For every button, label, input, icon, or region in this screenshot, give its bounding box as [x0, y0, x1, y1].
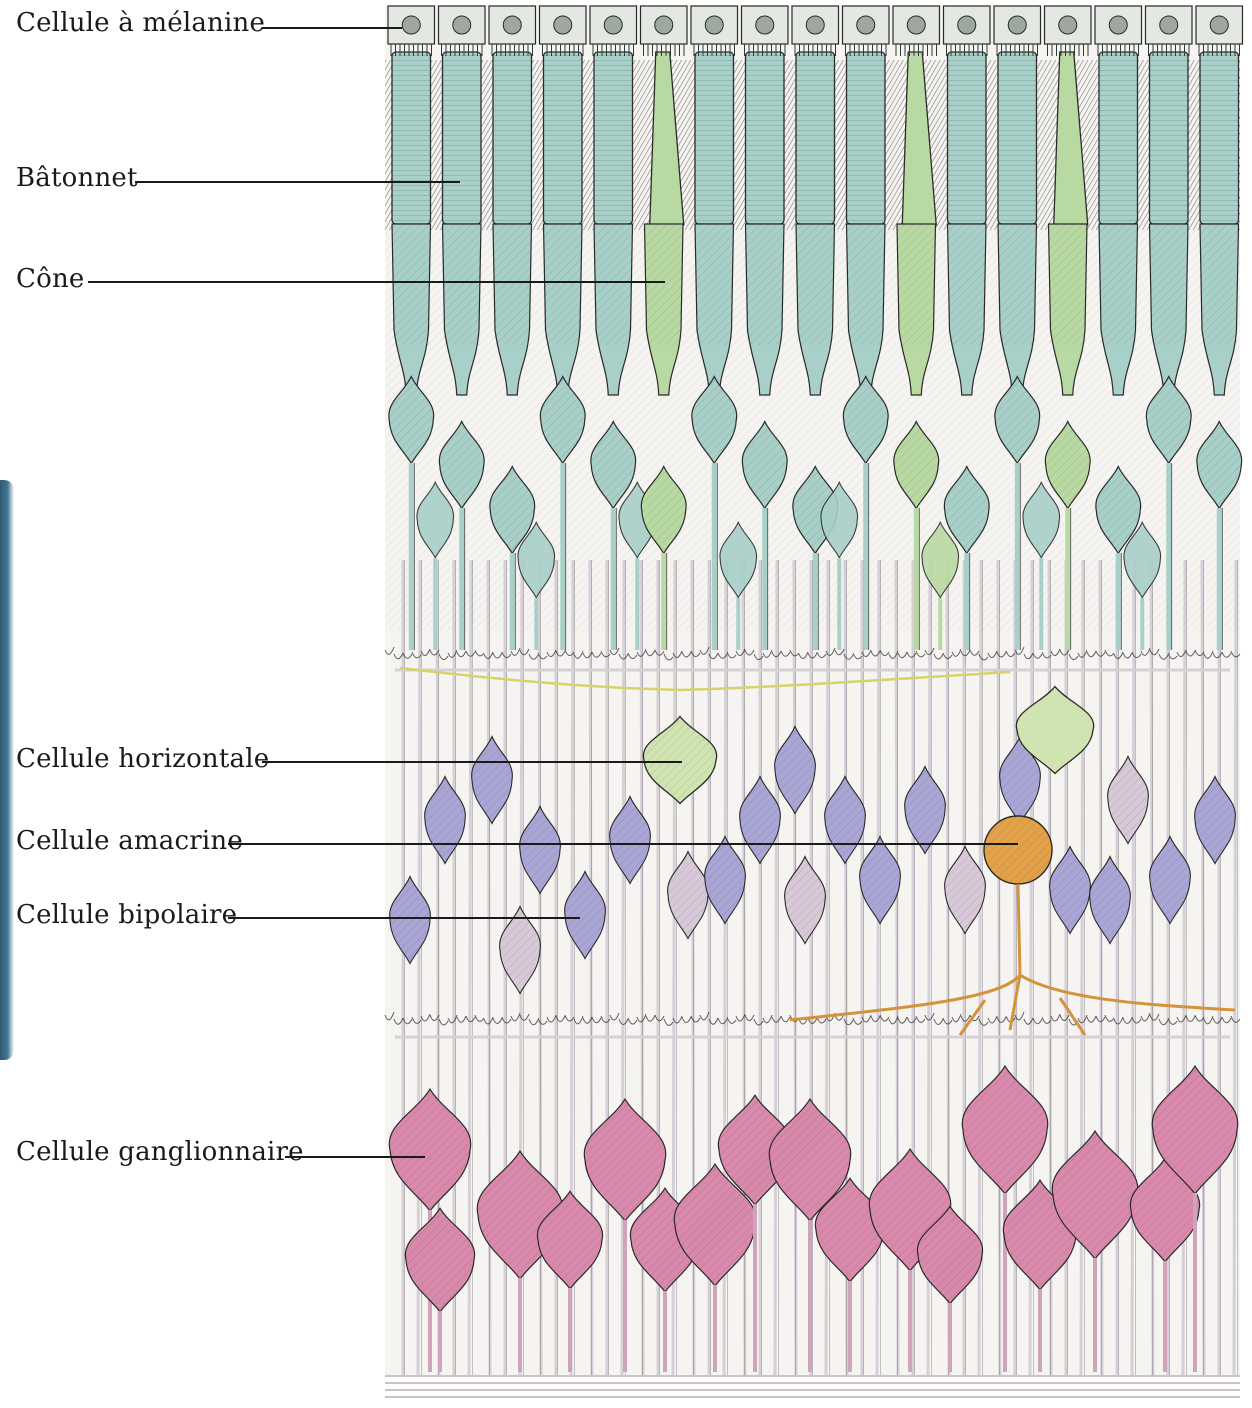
melanin-nucleus — [1059, 16, 1077, 34]
inner-segment-shading — [444, 225, 481, 345]
melanin-nucleus — [604, 16, 622, 34]
inner-segment-shading — [545, 225, 582, 345]
neurite-fiber — [775, 560, 777, 1375]
melanin-nucleus — [453, 16, 471, 34]
inner-segment-shading — [494, 225, 531, 345]
inner-segment-shading — [595, 225, 632, 345]
rod-disc-stack — [594, 52, 633, 224]
rod-disc-stack — [796, 52, 835, 224]
inner-segment-shading — [999, 225, 1036, 345]
rod-disc-stack — [746, 52, 785, 224]
melanin-nucleus — [907, 16, 925, 34]
leader-ganglionnaire — [285, 1156, 425, 1158]
label-ganglionnaire: Cellule ganglionnaire — [16, 1139, 304, 1165]
amacrine-cell-shading — [984, 816, 1052, 884]
melanin-nucleus — [1008, 16, 1026, 34]
inner-segment-shading — [949, 225, 986, 345]
neurite-fiber — [877, 560, 879, 1375]
melanin-nucleus — [705, 16, 723, 34]
rod-disc-stack — [998, 52, 1037, 224]
neurite-fiber — [1234, 560, 1236, 1375]
inner-segment-shading — [696, 225, 733, 345]
inner-segment-shading — [797, 225, 834, 345]
rod-disc-stack — [1200, 52, 1239, 224]
leader-amacrine — [228, 843, 1018, 845]
inner-segment-shading — [1050, 225, 1087, 345]
inner-segment-shading — [646, 225, 683, 345]
melanin-nucleus — [958, 16, 976, 34]
melanin-nucleus — [1210, 16, 1228, 34]
melanin-nucleus — [554, 16, 572, 34]
melanin-nucleus — [503, 16, 521, 34]
label-cone: Cône — [16, 266, 84, 292]
inner-segment-shading — [1151, 225, 1188, 345]
melanin-nucleus — [806, 16, 824, 34]
rod-disc-stack — [392, 52, 431, 224]
label-horizontale: Cellule horizontale — [16, 746, 269, 772]
melanin-nucleus — [756, 16, 774, 34]
inner-segment-shading — [393, 225, 430, 345]
inner-segment-shading — [848, 225, 885, 345]
neurite-fiber — [1132, 560, 1134, 1375]
melanin-nucleus — [857, 16, 875, 34]
label-melanine: Cellule à mélanine — [16, 10, 265, 36]
rod-disc-stack — [695, 52, 734, 224]
rod-disc-stack — [1150, 52, 1189, 224]
melanin-nucleus — [1109, 16, 1127, 34]
melanin-nucleus — [402, 16, 420, 34]
melanin-nucleus — [655, 16, 673, 34]
leader-bipolaire — [228, 917, 580, 919]
rod-disc-stack — [847, 52, 886, 224]
rod-disc-stack — [443, 52, 482, 224]
leader-melanine — [262, 27, 402, 29]
rod-disc-stack — [948, 52, 987, 224]
leader-cone — [88, 281, 665, 283]
inner-segment-shading — [1201, 225, 1238, 345]
rod-disc-stack — [544, 52, 583, 224]
inner-segment-shading — [1100, 225, 1137, 345]
rod-disc-stack — [1099, 52, 1138, 224]
label-amacrine: Cellule amacrine — [16, 828, 243, 854]
label-batonnet: Bâtonnet — [16, 165, 138, 191]
label-bipolaire: Cellule bipolaire — [16, 902, 237, 928]
inner-segment-shading — [747, 225, 784, 345]
inner-segment-shading — [898, 225, 935, 345]
neurite-fiber — [1081, 560, 1083, 1375]
neurite-fiber — [1183, 560, 1185, 1375]
melanin-nucleus — [1160, 16, 1178, 34]
rod-disc-stack — [493, 52, 532, 224]
leader-horizontale — [262, 761, 682, 763]
leader-batonnet — [135, 181, 460, 183]
